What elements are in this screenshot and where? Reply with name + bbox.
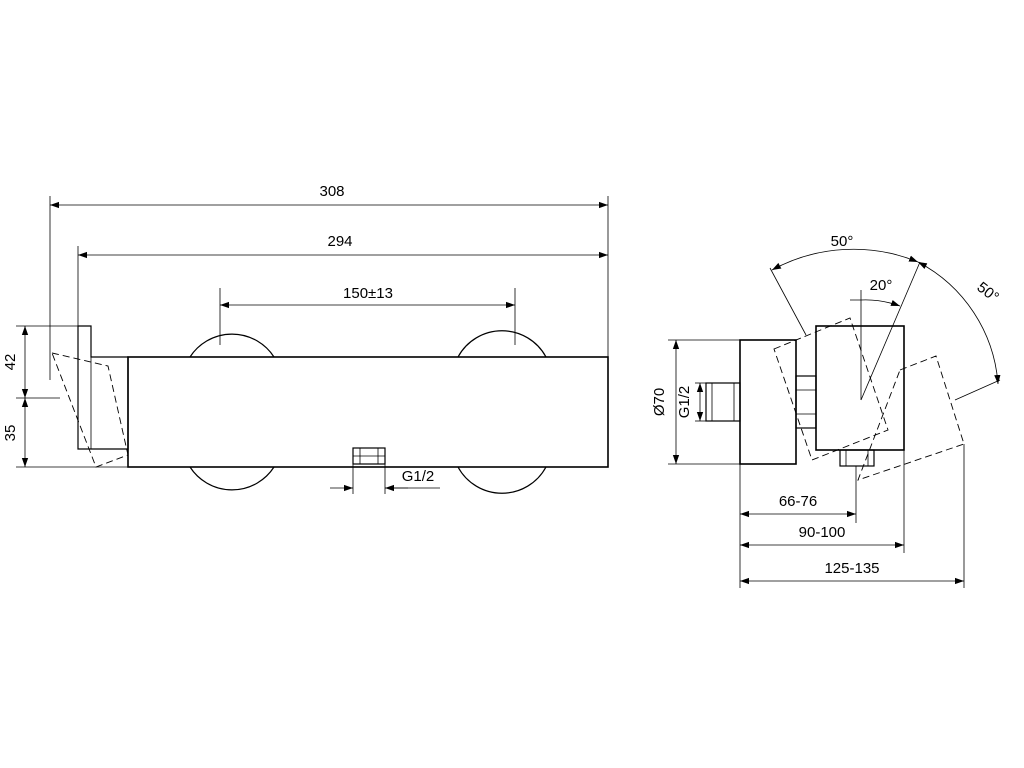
label-depth-1: 66-76 <box>779 493 817 510</box>
connector <box>795 375 817 429</box>
left-inlet-disc <box>189 333 275 358</box>
front-view: 308 294 150±13 42 35 G1/2 <box>2 183 609 494</box>
arc-right-50 <box>917 261 1001 385</box>
side-outlet <box>839 449 875 467</box>
body-end <box>815 325 905 451</box>
rotated-connector-outline <box>51 352 129 468</box>
label-depth-2: 90-100 <box>799 524 846 541</box>
label-depth-3: 125-135 <box>824 560 879 577</box>
rotated-left-outline <box>773 317 889 461</box>
label-height-upper: 42 <box>2 354 19 371</box>
label-angle-left: 50° <box>831 233 854 250</box>
label-outlet-thread: G1/2 <box>402 468 435 485</box>
label-center-distance: 150±13 <box>343 285 393 302</box>
label-body-length: 294 <box>327 233 352 250</box>
mixer-body <box>127 356 609 468</box>
wall-eccentric <box>77 325 129 450</box>
label-angle-right: 50° <box>974 279 1002 306</box>
right-inlet-disc <box>457 330 547 358</box>
label-inlet-thread: G1/2 <box>676 386 693 419</box>
label-angle-small: 20° <box>870 277 893 294</box>
arc-small-20 <box>850 299 901 307</box>
label-overall-length: 308 <box>319 183 344 200</box>
wall-rosette <box>739 339 797 465</box>
label-height-lower: 35 <box>2 425 19 442</box>
side-view: 50° 20° 50° Ø70 G1/2 66-76 90-100 125-13… <box>651 233 1002 588</box>
arc-left-50 <box>771 248 919 271</box>
inlet-nipple <box>705 382 741 422</box>
label-diameter: Ø70 <box>651 388 668 416</box>
